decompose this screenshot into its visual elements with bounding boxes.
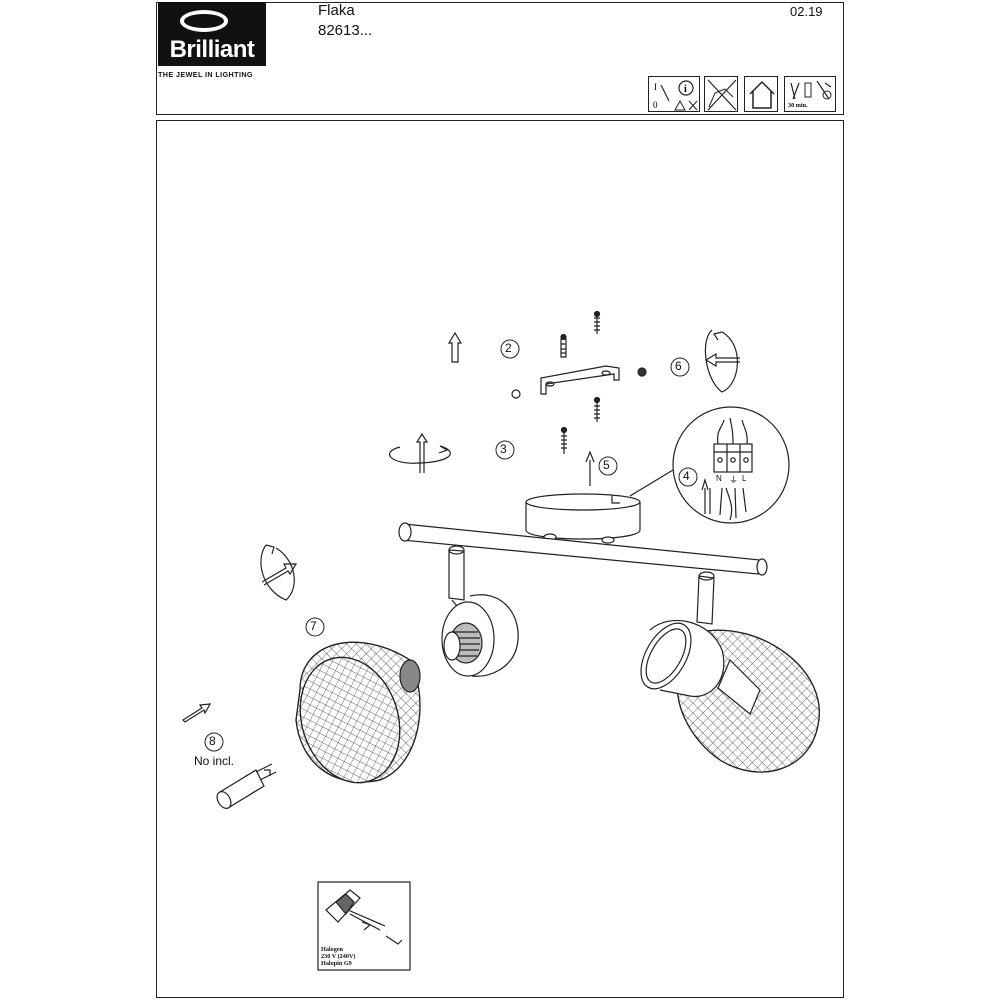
step-8-label: 8 bbox=[209, 734, 216, 748]
no-wet-location-icon bbox=[704, 76, 738, 112]
right-spot-arm bbox=[696, 571, 715, 625]
terminal-earth-label: ⏚ bbox=[729, 475, 739, 485]
left-spot-holder bbox=[441, 594, 519, 677]
brand-name: Brilliant bbox=[169, 36, 255, 63]
inset-text-line-3: Halopin G9 bbox=[321, 960, 352, 967]
screw-middle bbox=[593, 396, 601, 422]
svg-text:i: i bbox=[684, 84, 687, 95]
min-time-label: 30 min. bbox=[788, 102, 808, 109]
step-8-circle bbox=[204, 732, 224, 752]
rotate-symbol-step-7 bbox=[260, 544, 298, 601]
bulb-not-included-label: No incl. bbox=[194, 754, 235, 768]
rotate-symbol-step-3 bbox=[389, 432, 451, 473]
step-2-circle bbox=[500, 339, 520, 359]
up-arrow-step-4 bbox=[701, 477, 711, 514]
power-switch-warning-icon: I 0 i bbox=[648, 76, 700, 112]
article-number: 82613... bbox=[318, 22, 373, 39]
terminal-n-label: N bbox=[716, 474, 722, 483]
drawing-frame bbox=[156, 120, 844, 998]
left-mesh-shade bbox=[295, 641, 421, 784]
svg-text:0: 0 bbox=[653, 100, 658, 110]
step-4-label: 4 bbox=[683, 469, 690, 483]
document-date: 02.19 bbox=[790, 4, 823, 19]
insert-arrow-step-8 bbox=[182, 703, 212, 723]
step-2-label: 2 bbox=[505, 341, 512, 355]
product-name: Flaka bbox=[318, 2, 355, 19]
wall-plug-left bbox=[560, 333, 567, 358]
brand-tagline: THE JEWEL IN LIGHTING bbox=[158, 70, 253, 79]
step-5-label: 5 bbox=[603, 458, 610, 472]
step-3-label: 3 bbox=[500, 442, 507, 456]
nut-right bbox=[637, 367, 647, 377]
wiring-detail-callout bbox=[629, 406, 790, 524]
svg-text:I: I bbox=[654, 82, 657, 92]
step-7-circle bbox=[305, 617, 325, 637]
mounting-bracket bbox=[540, 365, 620, 395]
inset-text-line-1: Halogen bbox=[321, 946, 344, 953]
tools-icon: 30 min. bbox=[784, 76, 836, 112]
halogen-inset bbox=[317, 881, 411, 971]
ceiling-canopy bbox=[525, 493, 641, 544]
terminal-l-label: L bbox=[742, 474, 747, 483]
right-spot-holder bbox=[640, 619, 725, 698]
up-arrow-step-5 bbox=[585, 450, 595, 486]
step-4-circle bbox=[678, 467, 698, 487]
washer-left bbox=[511, 389, 521, 399]
step-3-circle bbox=[495, 440, 515, 460]
rotate-symbol-step-6 bbox=[704, 329, 740, 393]
indoor-house-icon bbox=[744, 76, 778, 112]
screw-lower bbox=[560, 426, 568, 454]
step-6-label: 6 bbox=[675, 359, 682, 373]
screw-top bbox=[593, 310, 601, 334]
step-5-circle bbox=[598, 456, 618, 476]
brilliant-logo: Brilliant THE JEWEL IN LIGHTING bbox=[158, 2, 268, 80]
header-frame bbox=[156, 2, 844, 115]
step-6-circle bbox=[670, 357, 690, 377]
step-7-label: 7 bbox=[310, 619, 317, 633]
up-arrow-step-2 bbox=[447, 331, 463, 363]
lamp-bar bbox=[398, 522, 768, 576]
inset-text-line-2: 230 V (240V) bbox=[321, 953, 356, 960]
g9-bulb bbox=[216, 763, 277, 809]
